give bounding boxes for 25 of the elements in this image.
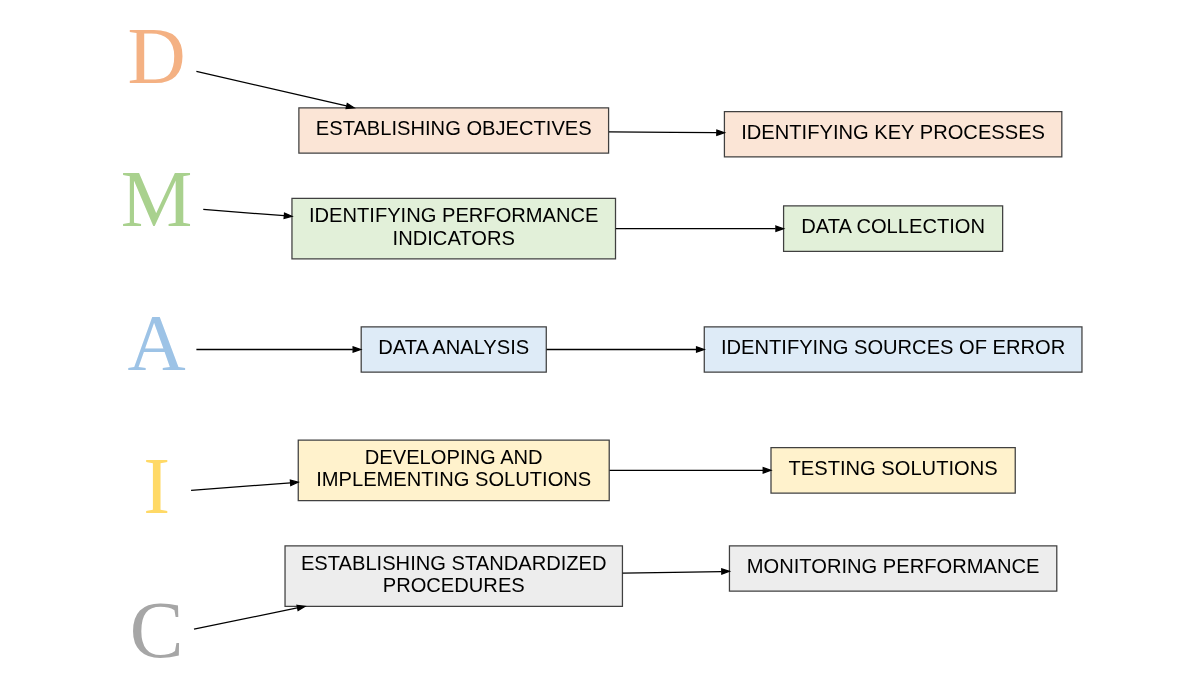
node-box: ESTABLISHING STANDARDIZED PROCEDURES (284, 545, 624, 607)
arrow (193, 604, 307, 630)
node-text: I (143, 441, 171, 531)
node-box: MONITORING PERFORMANCE (728, 545, 1058, 592)
node-text: D (127, 10, 186, 100)
node-box: DATA ANALYSIS (360, 326, 547, 373)
node-box: TESTING SOLUTIONS (770, 447, 1016, 494)
arrow (608, 129, 727, 137)
arrow (615, 225, 786, 233)
arrow (609, 466, 773, 474)
node-box: IDENTIFYING SOURCES OF ERROR (703, 326, 1083, 373)
arrow (202, 208, 294, 220)
node-box: DEVELOPING AND IMPLEMENTING SOLUTIONS (297, 439, 610, 502)
node-box: IDENTIFYING PERFORMANCE INDICATORS (291, 197, 617, 260)
node-text: M (120, 154, 193, 244)
arrow (195, 70, 356, 110)
arrow (545, 345, 706, 354)
arrow (190, 479, 300, 492)
arrow (195, 345, 363, 354)
node-box: DATA COLLECTION (782, 205, 1004, 252)
node-text: C (129, 584, 184, 674)
node-box: IDENTIFYING KEY PROCESSES (723, 110, 1063, 158)
node-text: A (127, 297, 186, 387)
arrow (622, 568, 732, 576)
node-box: ESTABLISHING OBJECTIVES (298, 107, 610, 154)
